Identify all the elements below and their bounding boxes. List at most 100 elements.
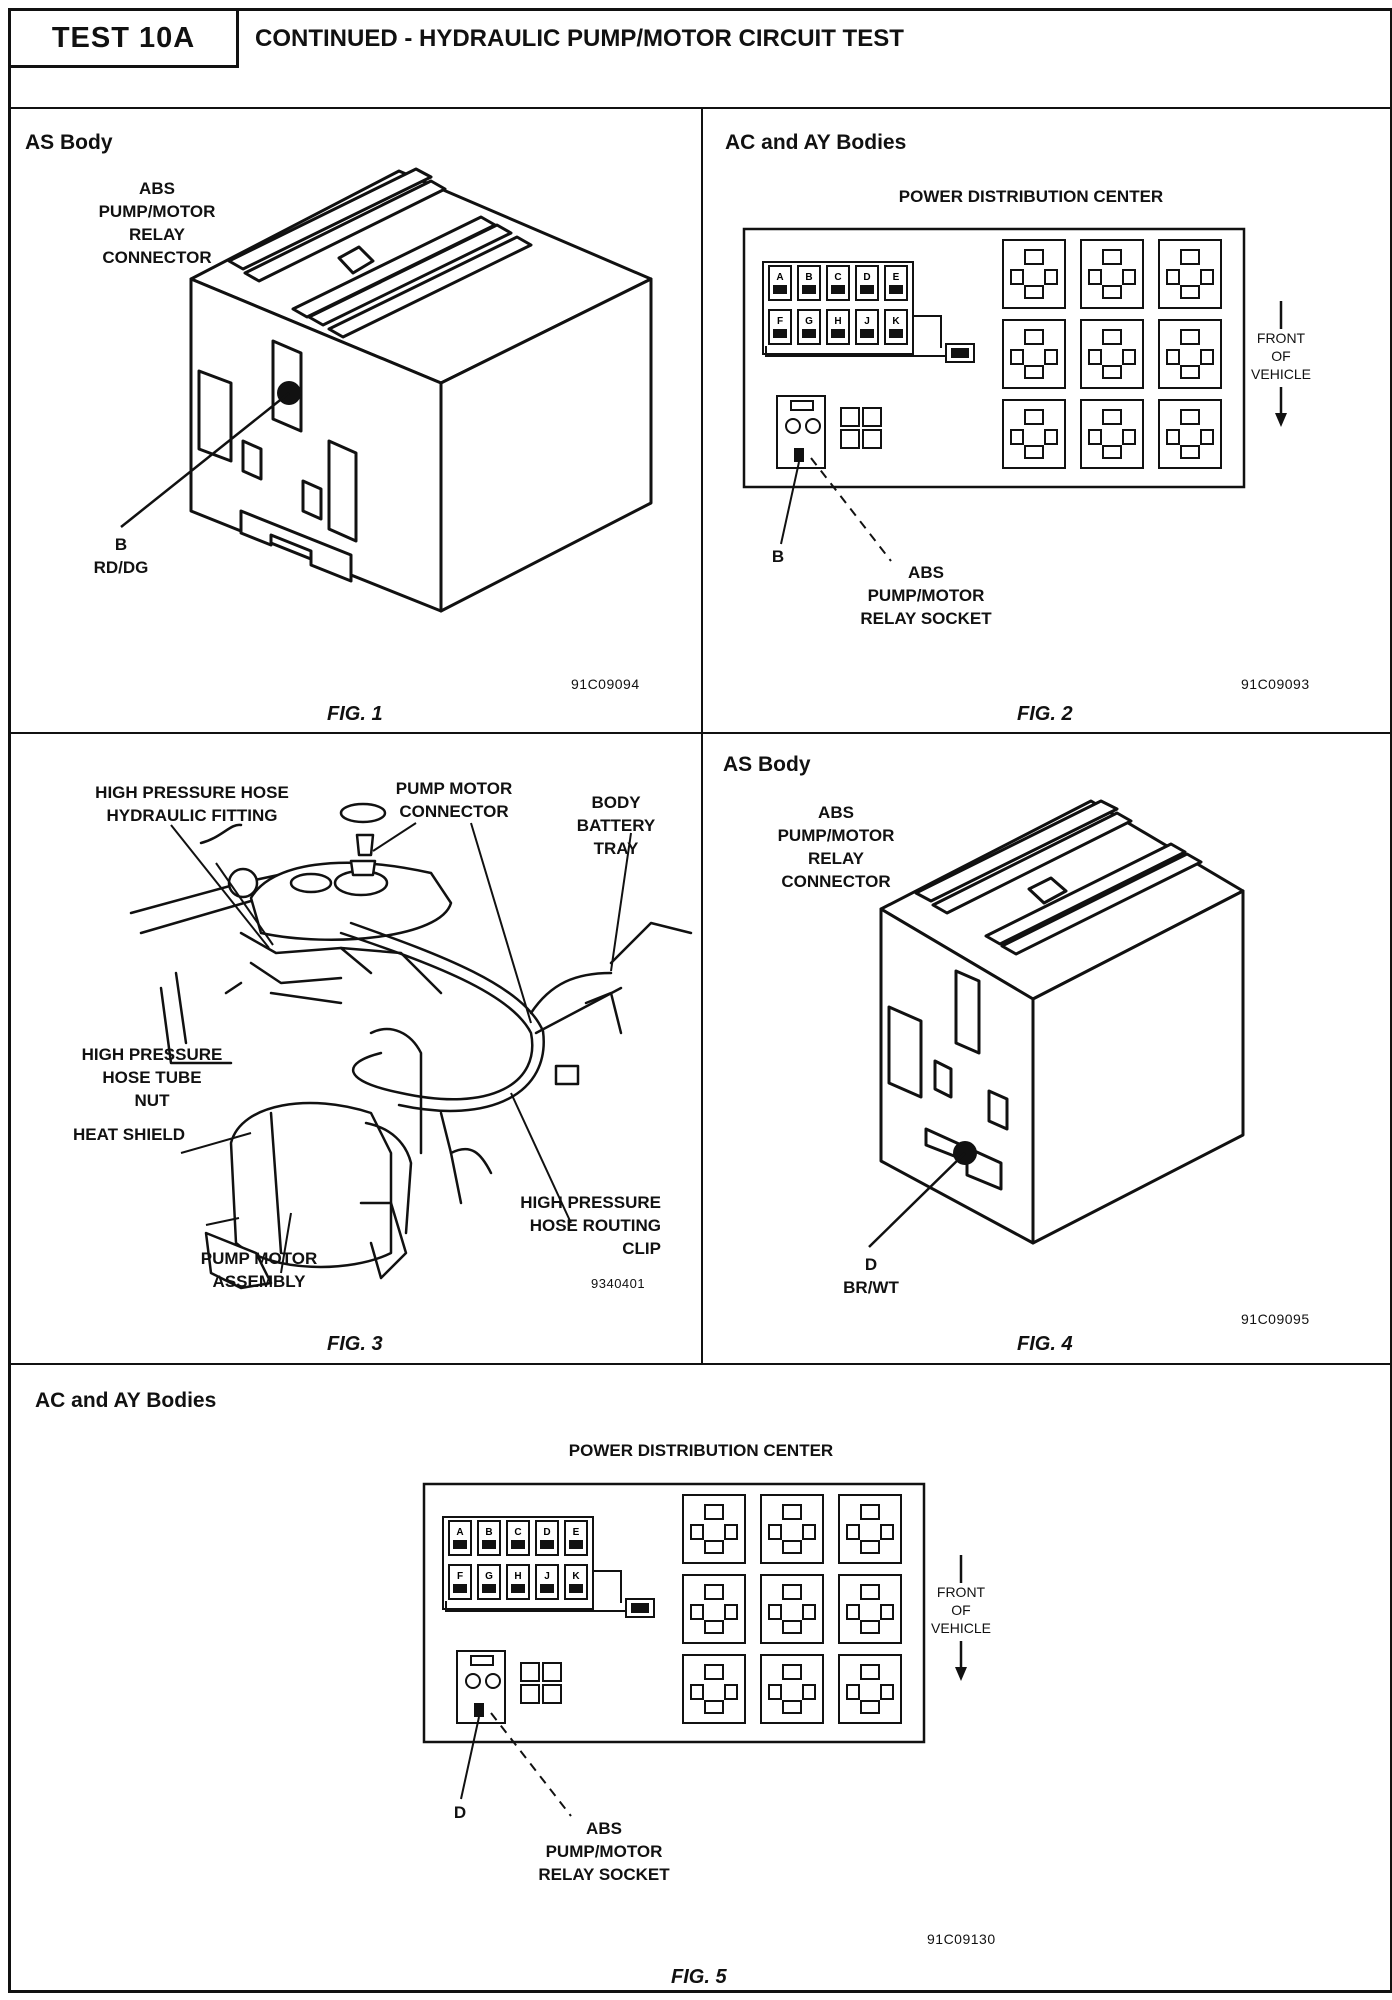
fig2-relay-terminal xyxy=(1010,269,1024,285)
fig2-socket-leader xyxy=(810,457,892,562)
fig3-routing-clip-label: HIGH PRESSURE HOSE ROUTING CLIP xyxy=(520,1193,661,1258)
fig5-relay-terminal xyxy=(802,1684,816,1700)
fig2-front-arrow xyxy=(1275,301,1287,427)
fig5-relay-terminal xyxy=(704,1540,724,1554)
fig5-relay-terminal xyxy=(782,1540,802,1554)
fig5-socket-label: ABS PUMP/MOTOR RELAY SOCKET xyxy=(538,1819,670,1884)
fig5-relay-terminal xyxy=(782,1620,802,1634)
fig2-fuse-terminal xyxy=(802,329,816,338)
fig4-section-title: AS Body xyxy=(723,753,811,776)
fig2-socket-pin xyxy=(790,400,814,411)
fig3-battery-tray-label: BODY BATTERY TRAY xyxy=(576,793,656,858)
fig2-relay-terminal xyxy=(1122,269,1136,285)
fig2-relay-terminal xyxy=(1180,409,1200,425)
fig5-relay-terminal xyxy=(782,1700,802,1714)
manual-page: TEST 10A CONTINUED - HYDRAULIC PUMP/MOTO… xyxy=(8,8,1392,1993)
fig3-pump-assembly-label: PUMP MOTOR ASSEMBLY xyxy=(200,1249,318,1291)
fig5-fuse-letter: A xyxy=(456,1527,463,1538)
fig5-fuse-terminal xyxy=(511,1584,525,1593)
fig5-front-label: FRONT OF VEHICLE xyxy=(931,1584,991,1636)
fig5-socket-leader xyxy=(490,1712,572,1817)
fig5-fuse-terminal xyxy=(569,1584,583,1593)
fig4-connector-label: ABS PUMP/MOTOR RELAY CONNECTOR xyxy=(777,803,895,891)
fig2-fuse-terminal xyxy=(860,285,874,294)
fig5-relay-terminal xyxy=(880,1524,894,1540)
fig5-harness-wire xyxy=(593,1570,622,1603)
fig2-relay-terminal xyxy=(1166,269,1180,285)
fig5-relay-terminal xyxy=(704,1700,724,1714)
fig3-code: 9340401 xyxy=(591,1276,646,1291)
fig2-fuse-letter: F xyxy=(777,316,783,327)
fig2-fuse-block xyxy=(762,261,914,355)
fig5-harness-wire xyxy=(445,1601,626,1612)
fig5-fuse-block xyxy=(442,1516,594,1610)
fig5-cavity xyxy=(542,1684,562,1704)
fig5-relay-terminal xyxy=(802,1524,816,1540)
fig5-socket-pin xyxy=(465,1673,481,1689)
fig5-relay-terminal xyxy=(724,1524,738,1540)
fig5-relay-terminal xyxy=(860,1700,880,1714)
fig5-small-connector-pin xyxy=(631,1603,649,1613)
fig5-fuse-terminal xyxy=(569,1540,583,1549)
fig2-harness-wire xyxy=(765,346,946,357)
fig5-section-title: AC and AY Bodies xyxy=(35,1389,217,1412)
fig2-harness-wire xyxy=(913,315,942,348)
fig5-relay-terminal xyxy=(768,1604,782,1620)
fig4-pin-label: D BR/WT xyxy=(843,1255,899,1297)
fig2-relay-terminal xyxy=(1024,445,1044,459)
fig5-fuse-terminal xyxy=(540,1584,554,1593)
fig2-pin-label: B xyxy=(771,547,785,566)
fig2-relay-terminal xyxy=(1102,445,1122,459)
fig5-relay-terminal xyxy=(860,1504,880,1520)
fig5-fuse-letter: C xyxy=(514,1527,521,1538)
fig2-fuse-letter: C xyxy=(834,272,841,283)
fig5-fuse-letter: E xyxy=(573,1527,580,1538)
fig5-fuse-letter: K xyxy=(572,1571,580,1582)
fig4-code: 91C09095 xyxy=(1241,1311,1310,1327)
fig5-caption: FIG. 5 xyxy=(671,1966,727,1988)
fig5-fuse-terminal xyxy=(540,1540,554,1549)
fig5-relay-terminal xyxy=(846,1684,860,1700)
fig2-relay-terminal xyxy=(1044,349,1058,365)
fig2-socket-pin-target xyxy=(794,448,804,462)
fig1-pin-label: B RD/DG xyxy=(93,535,149,577)
fig2-relay-terminal xyxy=(1044,269,1058,285)
fig2-relay-terminal xyxy=(1122,429,1136,445)
fig2-fuse-letter: D xyxy=(863,272,870,283)
fig2-relay-terminal xyxy=(1010,349,1024,365)
fig2-fuse-letter: E xyxy=(893,272,900,283)
fig5-relay-terminal xyxy=(704,1584,724,1600)
fig5-relay-terminal xyxy=(782,1584,802,1600)
fig2-fuse-letter: A xyxy=(776,272,783,283)
fig5-relay-terminal xyxy=(768,1684,782,1700)
fig2-relay-terminal xyxy=(1180,445,1200,459)
fig4-caption: FIG. 4 xyxy=(1017,1333,1073,1355)
fig5-pin-leader xyxy=(460,1716,480,1800)
fig5-relay-terminal xyxy=(724,1684,738,1700)
fig5-relay-terminal xyxy=(860,1540,880,1554)
fig5-fuse-terminal xyxy=(453,1540,467,1549)
fig2-fuse-terminal xyxy=(773,329,787,338)
fig5-fuse-terminal xyxy=(511,1540,525,1549)
fig5-relay-terminal xyxy=(690,1524,704,1540)
fig5-socket-pin xyxy=(470,1655,494,1666)
fig2-fuse-terminal xyxy=(802,285,816,294)
fig1-code: 91C09094 xyxy=(571,676,640,692)
fig2-code: 91C09093 xyxy=(1241,676,1310,692)
fig5-fuse-terminal xyxy=(482,1540,496,1549)
fig2-relay-terminal xyxy=(1088,269,1102,285)
fig2-relay-terminal xyxy=(1122,349,1136,365)
row2-divider xyxy=(11,1363,1390,1365)
fig1-relay-connector-drawing xyxy=(120,167,653,613)
fig5-pdc-title: POWER DISTRIBUTION CENTER xyxy=(568,1441,834,1460)
fig2-relay-terminal xyxy=(1024,409,1044,425)
fig5-relay-terminal xyxy=(768,1524,782,1540)
fig5-relay-terminal xyxy=(704,1620,724,1634)
fig3-hp-fitting-label: HIGH PRESSURE HOSE HYDRAULIC FITTING xyxy=(95,783,289,825)
fig2-cavity xyxy=(862,429,882,449)
header-divider xyxy=(11,107,1390,109)
fig2-relay-terminal xyxy=(1166,429,1180,445)
fig2-relay-terminal xyxy=(1102,329,1122,345)
fig5-socket-pin-target xyxy=(474,1703,484,1717)
